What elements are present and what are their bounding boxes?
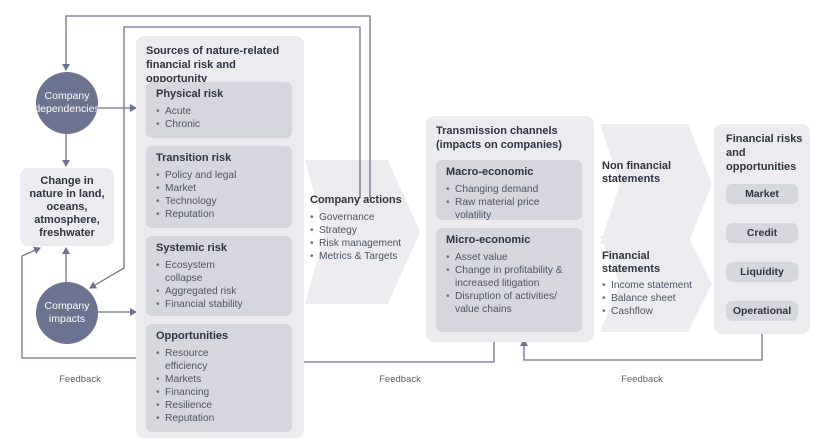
opportunities-title: Opportunities (156, 330, 229, 342)
feedback-label-right: Feedback (621, 374, 663, 385)
company-actions-block: Company actions Governance Strategy Risk… (310, 194, 420, 263)
list-item: Reputation (156, 412, 282, 425)
market-pill: Market (726, 184, 798, 204)
middle-feedback-loop (263, 340, 495, 366)
micro-economic-list: Asset value Change in profitability & in… (446, 251, 572, 316)
list-item: Markets (156, 373, 282, 386)
list-item: Raw material price volatility (446, 196, 572, 222)
list-item: Disruption of activities/ value chains (446, 290, 572, 316)
systemic-risk-title: Systemic risk (156, 242, 227, 254)
company-actions-list: Governance Strategy Risk management Metr… (310, 211, 420, 263)
micro-economic-card: Micro-economic Asset value Change in pro… (436, 228, 582, 332)
right-feedback-loop (520, 330, 763, 361)
transition-risk-title: Transition risk (156, 152, 232, 164)
credit-pill: Credit (726, 223, 798, 243)
feedback-label-left: Feedback (59, 374, 101, 385)
opportunities-card: Opportunities Resource efficiency Market… (146, 324, 292, 432)
opportunities-list: Resource efficiency Markets Financing Re… (156, 347, 282, 425)
list-item: Policy and legal (156, 169, 282, 182)
micro-economic-title: Micro-economic (446, 234, 531, 246)
list-item: Strategy (310, 224, 420, 237)
feedback-label-middle: Feedback (379, 374, 421, 385)
financial-risks-panel: Financial risks and opportunities Market… (714, 124, 810, 334)
list-item: Balance sheet (602, 292, 702, 305)
liquidity-pill: Liquidity (726, 262, 798, 282)
list-item: Risk management (310, 237, 420, 250)
non-financial-statements-title: Non financial statements (602, 160, 672, 185)
list-item: Resource efficiency (156, 347, 225, 373)
list-item: Reputation (156, 208, 282, 221)
non-financial-chevron (600, 124, 712, 244)
list-item: Resilience (156, 399, 282, 412)
physical-risk-title: Physical risk (156, 88, 224, 100)
list-item: Financial stability (156, 298, 285, 311)
nature-change-label: Change in nature in land, oceans, atmosp… (29, 174, 105, 239)
macro-economic-list: Changing demand Raw material price volat… (446, 183, 572, 222)
company-impacts-circle: Company impacts (36, 282, 98, 344)
list-item: Asset value (446, 251, 572, 264)
operational-pill: Operational (726, 301, 798, 321)
list-item: Metrics & Targets (310, 250, 420, 263)
list-item: Changing demand (446, 183, 572, 196)
transmission-panel-title: Transmission channels (impacts on compan… (436, 125, 562, 151)
company-dependencies-label: Company dependencies (34, 90, 100, 115)
loop-to-dependencies (62, 15, 371, 198)
transmission-panel: Transmission channels (impacts on compan… (426, 116, 594, 342)
physical-risk-card: Physical risk Acute Chronic (146, 82, 292, 138)
loop-to-impacts (89, 26, 361, 289)
list-item: Ecosystem collapse (156, 259, 237, 285)
company-dependencies-circle: Company dependencies (34, 72, 100, 134)
financial-risks-title: Financial risks and opportunities (726, 133, 803, 173)
list-item: Change in profitability & increased liti… (446, 264, 572, 290)
financial-statements-block: Financial statements Income statement Ba… (602, 250, 702, 318)
company-impacts-label: Company impacts (44, 300, 90, 325)
systemic-risk-list: Ecosystem collapse Aggregated risk Finan… (156, 259, 252, 311)
physical-risk-list: Acute Chronic (156, 105, 282, 131)
macro-economic-card: Macro-economic Changing demand Raw mater… (436, 160, 582, 222)
list-item: Technology (156, 195, 282, 208)
list-item: Market (156, 182, 282, 195)
sources-panel-title: Sources of nature-related financial risk… (146, 45, 280, 85)
sources-panel: Sources of nature-related financial risk… (136, 36, 304, 438)
financial-statements-title: Financial statements (602, 250, 661, 275)
list-item: Income statement (602, 279, 702, 292)
list-item: Financing (156, 386, 282, 399)
transition-risk-list: Policy and legal Market Technology Reput… (156, 169, 282, 221)
list-item: Chronic (156, 118, 282, 131)
company-actions-title: Company actions (310, 194, 402, 206)
left-feedback-loop (21, 246, 136, 359)
list-item: Aggregated risk (156, 285, 285, 298)
financial-statements-list: Income statement Balance sheet Cashflow (602, 279, 702, 318)
macro-economic-title: Macro-economic (446, 166, 534, 178)
list-item: Cashflow (602, 305, 702, 318)
transition-risk-card: Transition risk Policy and legal Market … (146, 146, 292, 228)
systemic-risk-card: Systemic risk Ecosystem collapse Aggrega… (146, 236, 292, 316)
list-item: Governance (310, 211, 420, 224)
nature-change-box: Change in nature in land, oceans, atmosp… (20, 168, 114, 246)
list-item: Acute (156, 105, 282, 118)
